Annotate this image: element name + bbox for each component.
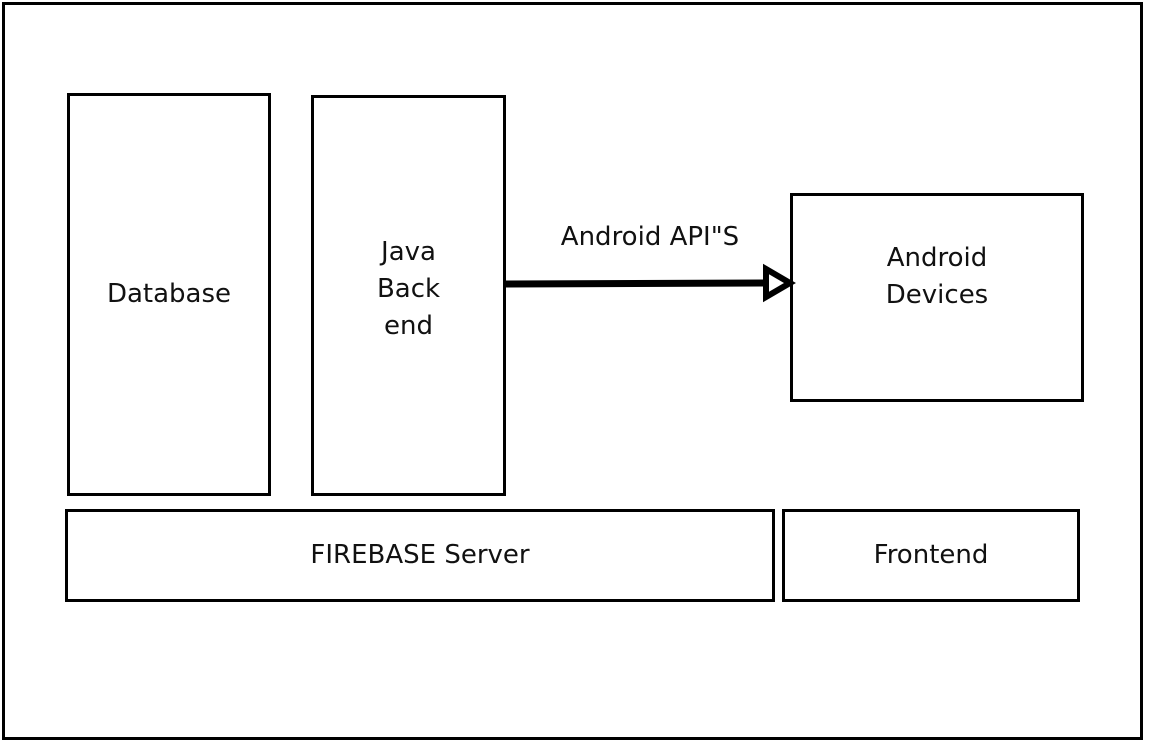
java-backend-node: Java Back end: [311, 95, 506, 496]
android-devices-label-line-1: Android: [886, 242, 988, 273]
database-label: Database: [106, 279, 232, 309]
firebase-server-label: FIREBASE Server: [310, 540, 530, 570]
firebase-server-node: FIREBASE Server: [65, 509, 775, 602]
android-devices-node: Android Devices: [790, 193, 1084, 402]
android-devices-label-line-2: Devices: [885, 279, 989, 310]
frontend-node: Frontend: [782, 509, 1080, 602]
java-backend-label-line-1: Java: [381, 237, 436, 267]
frontend-label: Frontend: [873, 540, 989, 570]
java-backend-label-line-3: end: [384, 311, 433, 341]
edge-label-android-apis: Android API"S: [560, 222, 740, 252]
database-node: Database: [67, 93, 271, 496]
java-backend-label-line-2: Back: [376, 274, 441, 304]
